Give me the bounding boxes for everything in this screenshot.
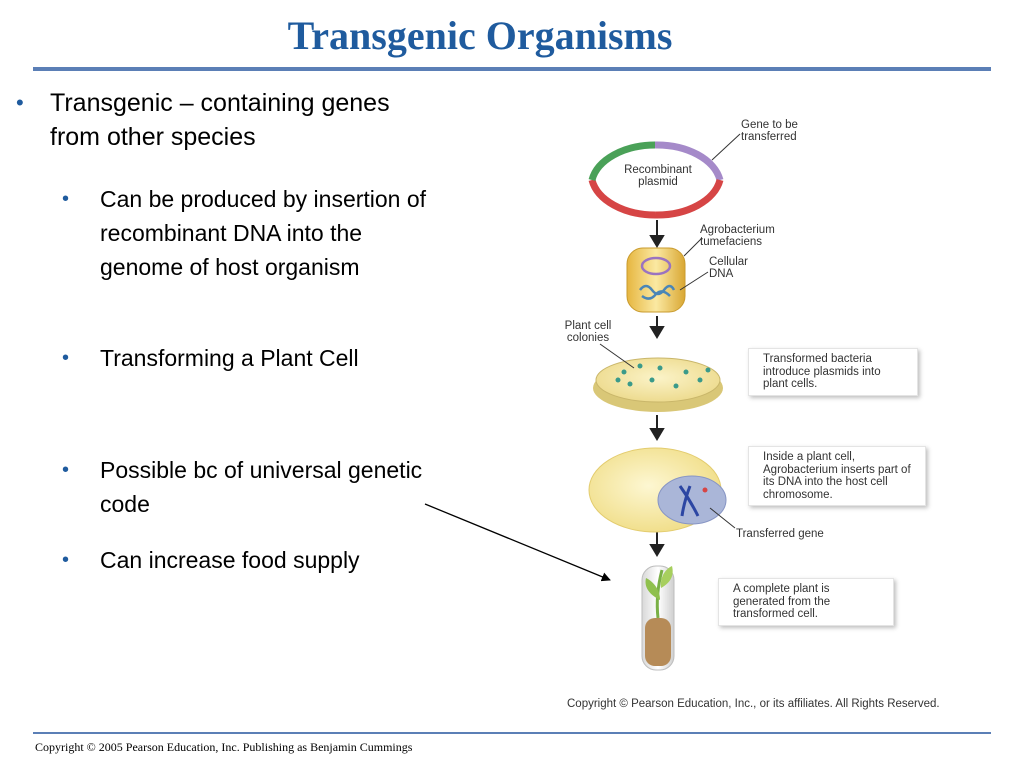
figure-copyright: Copyright © Pearson Education, Inc., or … [567,698,940,710]
plasmid-icon [588,133,741,219]
transferred-gene-label: Transferred gene [736,528,824,540]
callout-box: Transformed bacteria introduce plasmids … [748,348,918,396]
callout-box: Inside a plant cell, Agrobacterium inser… [748,446,926,506]
bullet-dot-icon: • [16,90,24,115]
footer-divider [33,732,991,734]
test-tube-plant-icon [641,565,675,671]
main-bullet-text: Transgenic – containing genes from other… [50,89,390,151]
cellular-dna-label: Cellular DNA [709,256,748,280]
gene-label: Gene to be transferred [741,119,798,143]
footer-copyright: Copyright © 2005 Pearson Education, Inc.… [35,740,413,754]
bullet-dot-icon: • [62,549,70,571]
pointer-arrow [424,503,611,582]
sub-bullet-text: Transforming a Plant Cell [100,345,359,371]
callout-box: A complete plant is generated from the t… [718,578,894,626]
plant-cell-icon [588,447,736,533]
bullet-dot-icon: • [62,188,70,210]
agrobacterium-label: Agrobacterium tumefaciens [700,224,775,248]
sub-bullet: • Transforming a Plant Cell [62,341,430,375]
main-bullet: • Transgenic – containing genes from oth… [16,86,430,154]
title-divider [33,67,991,71]
bullet-dot-icon: • [62,459,70,481]
sub-bullet-text: Can increase food supply [100,547,360,573]
petri-dish-icon [593,343,723,412]
step-arrows [649,220,665,557]
sub-bullet: • Can be produced by insertion of recomb… [62,182,430,284]
agrobacterium-icon [626,237,709,313]
slide-title: Transgenic Organisms [287,13,673,58]
bullet-dot-icon: • [62,347,70,369]
plant-cell-colonies-label: Plant cell colonies [564,320,612,344]
sub-bullet-text: Can be produced by insertion of recombin… [100,186,427,280]
sub-bullet: • Possible bc of universal genetic code [62,453,430,521]
plasmid-label: Recombinant plasmid [624,164,692,188]
sub-bullet-text: Possible bc of universal genetic code [100,457,423,517]
sub-bullet: • Can increase food supply [62,543,430,577]
